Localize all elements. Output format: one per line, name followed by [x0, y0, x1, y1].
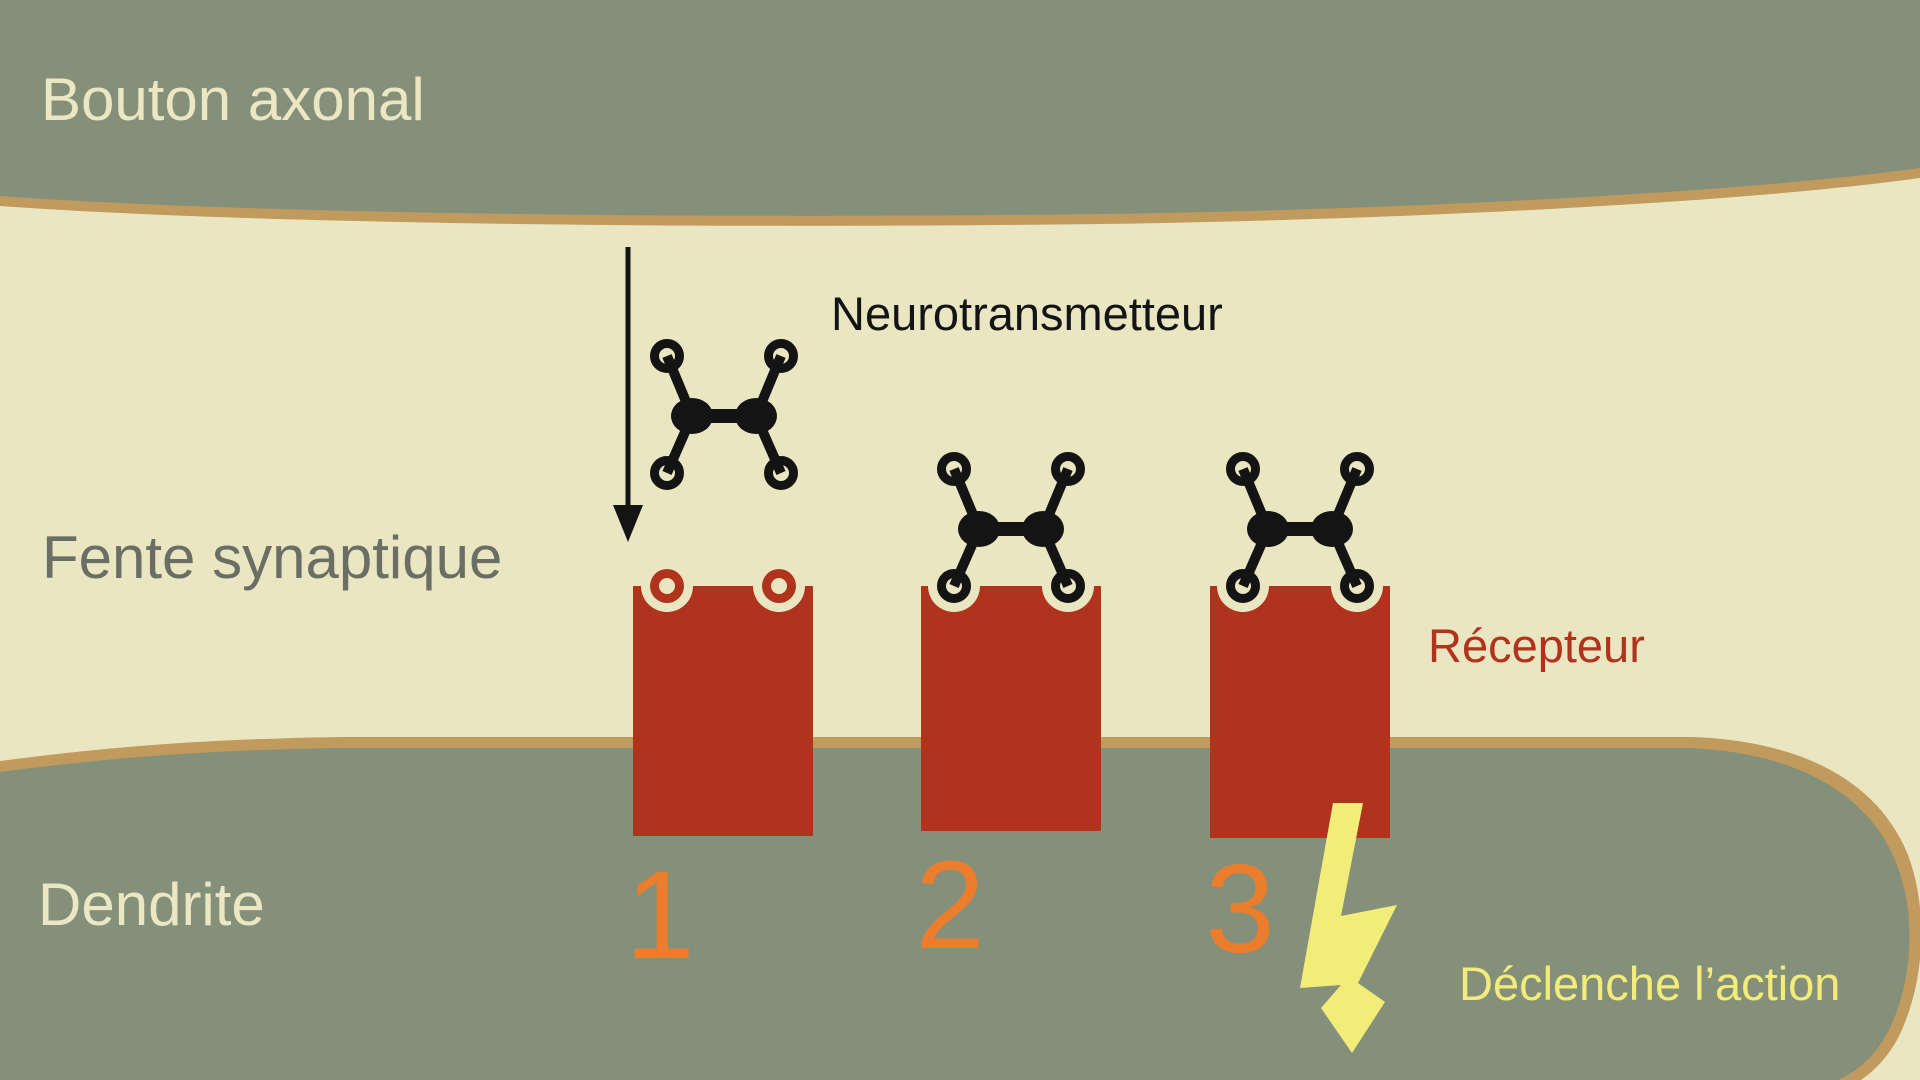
dendrite-region [0, 748, 1910, 1080]
receptor-1-body [633, 586, 813, 836]
release-down-arrow-icon [613, 247, 643, 542]
axon-bouton-label: Bouton axonal [41, 66, 425, 133]
dendrite-label: Dendrite [38, 871, 265, 938]
action-label: Déclenche l’action [1459, 957, 1840, 1010]
receptor-number-2: 2 [915, 836, 985, 975]
receptor-3 [1210, 457, 1390, 838]
receptor-label: Récepteur [1428, 619, 1645, 672]
receptor-1-binding-site [753, 560, 805, 612]
receptor-1-binding-site [641, 560, 693, 612]
receptor-2-body [921, 586, 1101, 831]
lightning-bolt-icon [1300, 803, 1397, 1053]
receptor-number-3: 3 [1205, 840, 1275, 979]
receptor-3-body [1210, 586, 1390, 838]
neurotransmitter-label: Neurotransmetteur [831, 287, 1223, 340]
axon-bouton-region [0, 0, 1920, 216]
receptor-1 [633, 560, 813, 836]
receptor-number-1: 1 [625, 846, 695, 985]
receptor-2 [921, 457, 1101, 831]
synaptic-cleft-label: Fente synaptique [42, 524, 502, 591]
